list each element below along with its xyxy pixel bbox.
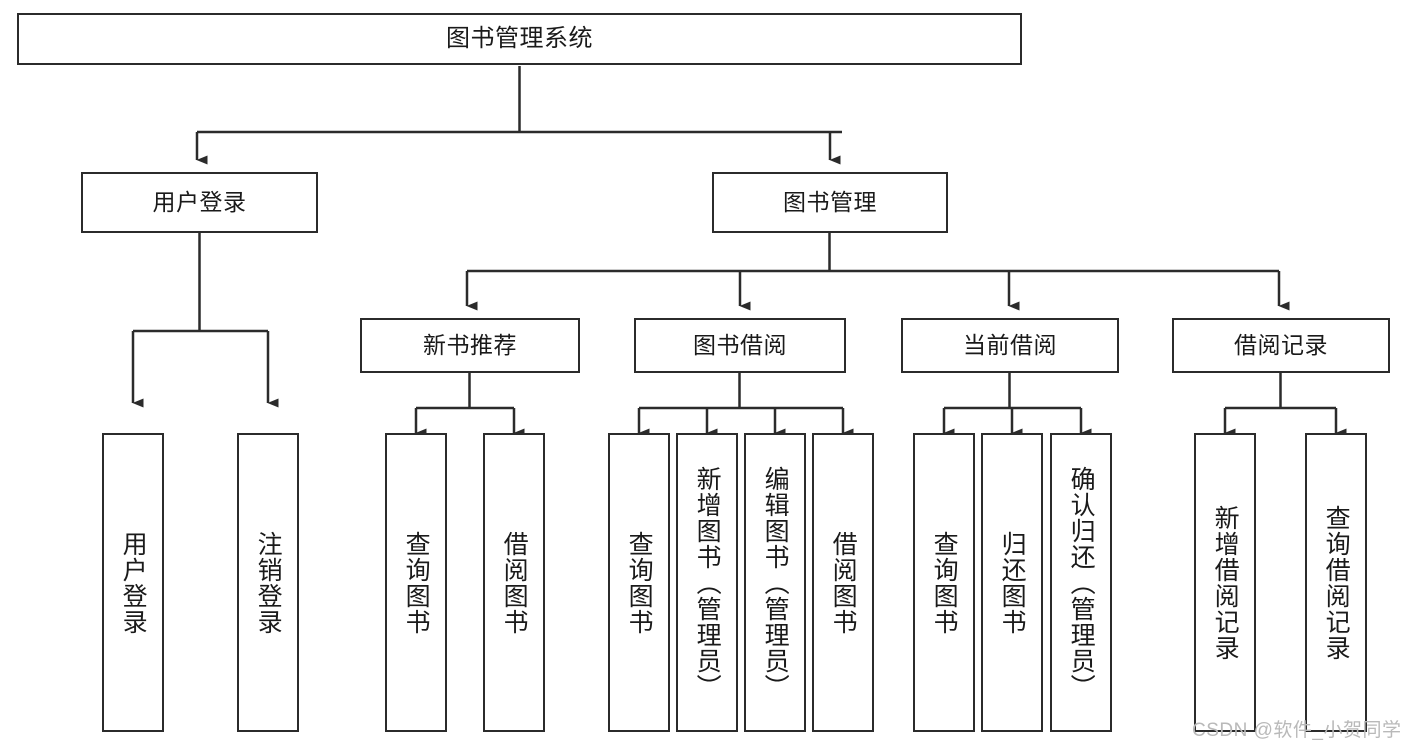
node-root[interactable]: 图书管理系统: [17, 13, 1022, 65]
node-root-label: 图书管理系统: [446, 25, 593, 53]
node-leaf-user-login[interactable]: 用户登录: [102, 433, 164, 732]
node-leaf-borrow-book-2-label: 借阅图书: [829, 530, 858, 635]
node-leaf-confirm-return-label: 确认归还（管理员）: [1067, 465, 1096, 700]
node-leaf-return-book-label: 归还图书: [998, 530, 1027, 635]
node-borrow-record[interactable]: 借阅记录: [1172, 318, 1390, 373]
node-leaf-logout-label: 注销登录: [254, 530, 283, 635]
node-leaf-add-record-label: 新增借阅记录: [1211, 504, 1240, 661]
node-leaf-query-book-1-label: 查询图书: [402, 530, 431, 635]
node-leaf-edit-book-label: 编辑图书（管理员）: [761, 465, 790, 700]
node-user-login-label: 用户登录: [152, 189, 247, 216]
node-leaf-edit-book[interactable]: 编辑图书（管理员）: [744, 433, 806, 732]
node-leaf-query-book-2-label: 查询图书: [625, 530, 654, 635]
node-leaf-borrow-book-2[interactable]: 借阅图书: [812, 433, 874, 732]
node-book-borrow[interactable]: 图书借阅: [634, 318, 846, 373]
node-leaf-query-record[interactable]: 查询借阅记录: [1305, 433, 1367, 732]
node-current-borrow-label: 当前借阅: [963, 332, 1057, 359]
node-new-book-recommend-label: 新书推荐: [423, 332, 517, 359]
node-leaf-user-login-label: 用户登录: [119, 530, 148, 635]
node-borrow-record-label: 借阅记录: [1234, 332, 1328, 359]
node-current-borrow[interactable]: 当前借阅: [901, 318, 1119, 373]
node-leaf-query-book-3-label: 查询图书: [930, 530, 959, 635]
node-book-manage[interactable]: 图书管理: [712, 172, 948, 233]
node-new-book-recommend[interactable]: 新书推荐: [360, 318, 580, 373]
node-leaf-borrow-book-1[interactable]: 借阅图书: [483, 433, 545, 732]
node-book-manage-label: 图书管理: [783, 189, 877, 216]
node-leaf-confirm-return[interactable]: 确认归还（管理员）: [1050, 433, 1112, 732]
node-leaf-add-record[interactable]: 新增借阅记录: [1194, 433, 1256, 732]
node-leaf-query-book-3[interactable]: 查询图书: [913, 433, 975, 732]
node-user-login[interactable]: 用户登录: [81, 172, 318, 233]
node-leaf-logout[interactable]: 注销登录: [237, 433, 299, 732]
node-leaf-add-book[interactable]: 新增图书（管理员）: [676, 433, 738, 732]
node-leaf-query-book-2[interactable]: 查询图书: [608, 433, 670, 732]
node-leaf-return-book[interactable]: 归还图书: [981, 433, 1043, 732]
node-book-borrow-label: 图书借阅: [693, 332, 787, 359]
node-leaf-borrow-book-1-label: 借阅图书: [500, 530, 529, 635]
csdn-watermark: CSDN @软件_小贺同学: [1192, 720, 1402, 741]
node-leaf-query-book-1[interactable]: 查询图书: [385, 433, 447, 732]
node-leaf-add-book-label: 新增图书（管理员）: [693, 465, 722, 700]
node-leaf-query-record-label: 查询借阅记录: [1322, 504, 1351, 661]
